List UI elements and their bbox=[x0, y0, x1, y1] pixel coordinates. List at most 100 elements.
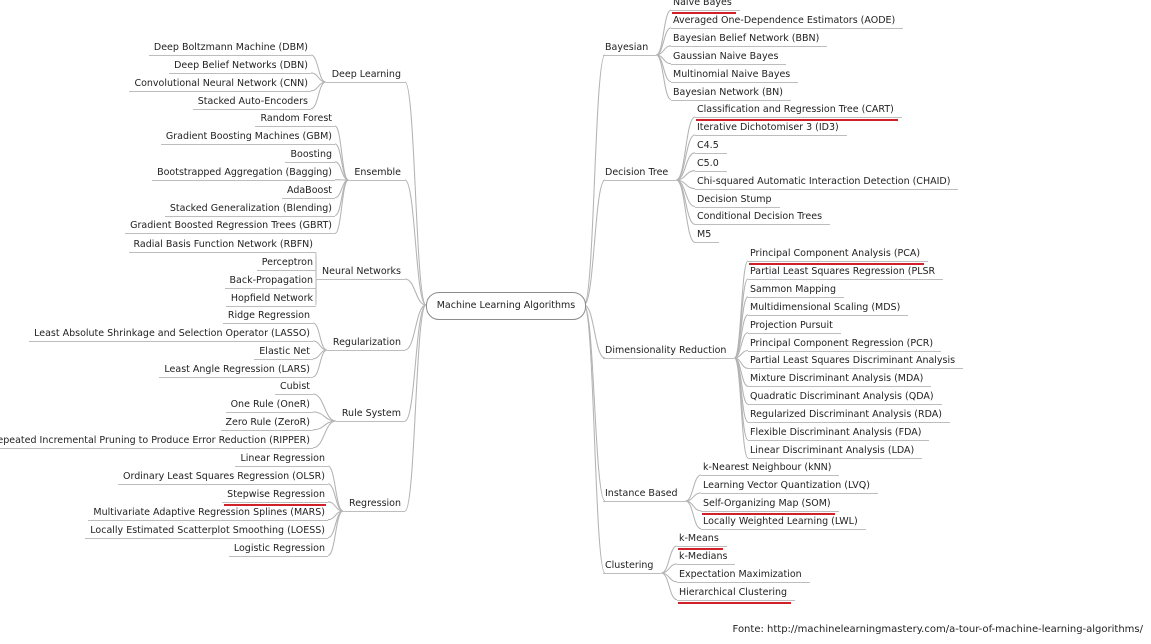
leaf-underline bbox=[0, 447, 313, 449]
branch-neural-networks: Neural Networks bbox=[322, 266, 401, 277]
connector-line bbox=[327, 483, 344, 512]
leaf-underline bbox=[222, 323, 313, 324]
leaf-underline bbox=[671, 45, 828, 47]
leaf-zero-rule-zeror: Zero Rule (ZeroR) bbox=[225, 416, 310, 428]
leaf-hierarchical-clustering: Hierarchical Clustering bbox=[679, 586, 788, 598]
leaf-underline bbox=[695, 117, 902, 118]
leaf-multivariate-adaptive-regression-splines-mars: Multivariate Adaptive Regression Splines… bbox=[93, 506, 325, 518]
leaf-locally-estimated-scatterplot-smoothing-loess: Locally Estimated Scatterplot Smoothing … bbox=[90, 524, 325, 536]
leaf-m5: M5 bbox=[697, 229, 712, 241]
leaf-boosting: Boosting bbox=[290, 148, 332, 160]
leaf-cubist: Cubist bbox=[280, 381, 310, 392]
leaf-stacked-generalization-blending: Stacked Generalization (Blending) bbox=[169, 202, 332, 214]
branch-clustering: Clustering bbox=[605, 560, 654, 571]
leaf-underline bbox=[256, 269, 316, 271]
leaf-k-nearest-neighbour-knn: k-Nearest Neighbour (kNN) bbox=[703, 462, 832, 473]
highlight-mark bbox=[749, 263, 925, 265]
leaf-principal-component-regression-pcr: Principal Component Regression (PCR) bbox=[750, 337, 934, 349]
leaf-underline bbox=[677, 563, 736, 565]
leaf-underline bbox=[85, 537, 328, 539]
leaf-underline bbox=[748, 422, 950, 424]
leaf-repeated-incremental-pruning-to-produce-error-reduction-ripper: Repeated Incremental Pruning to Produce … bbox=[0, 434, 310, 446]
leaf-partial-least-squares-regression-plsr: Partial Least Squares Regression (PLSR bbox=[750, 265, 936, 277]
leaf-regularized-discriminant-analysis-rda: Regularized Discriminant Analysis (RDA) bbox=[750, 409, 942, 421]
connector-line bbox=[404, 81, 427, 306]
connector-line bbox=[327, 465, 344, 512]
leaf-bayesian-belief-network-bbn: Bayesian Belief Network (BBN) bbox=[673, 32, 820, 44]
leaf-mixture-discriminant-analysis-mda: Mixture Discriminant Analysis (MDA) bbox=[750, 373, 924, 385]
leaf-underline bbox=[235, 466, 328, 467]
leaf-gradient-boosted-regression-trees-gbrt: Gradient Boosted Regression Trees (GBRT) bbox=[130, 220, 332, 232]
connector-line bbox=[583, 304, 606, 359]
leaf-naive-bayes: Naive Bayes bbox=[673, 0, 732, 8]
leaf-underline bbox=[225, 411, 313, 413]
connector-line bbox=[404, 179, 427, 306]
leaf-underline bbox=[228, 555, 328, 557]
leaf-deep-belief-networks-dbn: Deep Belief Networks (DBN) bbox=[174, 59, 308, 71]
highlight-mark bbox=[702, 512, 835, 515]
connector-line bbox=[310, 54, 326, 83]
leaf-underline bbox=[671, 10, 740, 11]
leaf-hopfield-network: Hopfield Network bbox=[230, 292, 313, 304]
branch-underline bbox=[325, 82, 405, 83]
leaf-underline bbox=[748, 386, 932, 388]
leaf-k-means: k-Means bbox=[679, 533, 719, 544]
leaf-underline bbox=[159, 376, 313, 378]
connector-line bbox=[656, 27, 672, 56]
leaf-underline bbox=[88, 519, 328, 521]
leaf-elastic-net: Elastic Net bbox=[259, 345, 310, 357]
branch-decision-tree: Decision Tree bbox=[605, 167, 669, 178]
leaf-underline bbox=[164, 215, 335, 217]
highlight-mark bbox=[678, 548, 723, 550]
leaf-underline bbox=[748, 261, 929, 262]
leaf-convolutional-neural-network-cnn: Convolutional Neural Network (CNN) bbox=[134, 77, 308, 89]
branch-underline bbox=[603, 55, 657, 56]
leaf-back-propagation: Back-Propagation bbox=[229, 274, 313, 286]
connector-line bbox=[655, 54, 672, 101]
leaf-underline bbox=[695, 206, 780, 208]
leaf-underline bbox=[220, 429, 313, 431]
leaf-underline bbox=[748, 314, 909, 316]
leaf-radial-basis-function-network-rbfn: Radial Basis Function Network (RBFN) bbox=[133, 239, 313, 250]
leaf-averaged-one-dependence-estimators-aode: Averaged One-Dependence Estimators (AODE… bbox=[673, 14, 896, 26]
source-credit: Fonte: http://machinelearningmastery.com… bbox=[732, 624, 1143, 635]
leaf-linear-regression: Linear Regression bbox=[240, 453, 325, 464]
leaf-sammon-mapping: Sammon Mapping bbox=[750, 283, 836, 295]
root-node: Machine Learning Algorithms bbox=[426, 292, 586, 320]
leaf-expectation-maximization: Expectation Maximization bbox=[679, 568, 802, 580]
leaf-underline bbox=[695, 134, 847, 136]
branch-underline bbox=[326, 350, 405, 351]
branch-dimensionality-reduction: Dimensionality Reduction bbox=[605, 345, 727, 356]
leaf-locally-weighted-learning-lwl: Locally Weighted Learning (LWL) bbox=[703, 515, 858, 527]
leaf-underline bbox=[671, 81, 799, 83]
branch-underline bbox=[316, 279, 405, 280]
leaf-underline bbox=[129, 90, 311, 92]
leaf-underline bbox=[677, 546, 727, 547]
connector-line bbox=[583, 304, 606, 502]
leaf-partial-least-squares-discriminant-analysis: Partial Least Squares Discriminant Analy… bbox=[750, 355, 956, 367]
leaf-quadratic-discriminant-analysis-qda: Quadratic Discriminant Analysis (QDA) bbox=[750, 391, 934, 403]
highlight-mark bbox=[672, 12, 736, 14]
leaf-underline bbox=[695, 224, 831, 226]
leaf-underline bbox=[748, 404, 942, 406]
branch-bayesian: Bayesian bbox=[605, 42, 649, 53]
leaf-underline bbox=[225, 305, 316, 307]
leaf-underline bbox=[748, 368, 964, 370]
leaf-underline bbox=[695, 242, 720, 244]
leaf-random-forest: Random Forest bbox=[260, 113, 332, 124]
leaf-multidimensional-scaling-mds: Multidimensional Scaling (MDS) bbox=[750, 301, 901, 313]
leaf-one-rule-oner: One Rule (OneR) bbox=[230, 398, 310, 410]
leaf-underline bbox=[192, 108, 311, 110]
leaf-underline bbox=[695, 188, 959, 190]
leaf-underline bbox=[677, 599, 796, 601]
leaf-c4-5: C4.5 bbox=[697, 139, 719, 151]
leaf-underline bbox=[222, 501, 328, 503]
leaf-stacked-auto-encoders: Stacked Auto-Encoders bbox=[197, 95, 308, 107]
leaf-classification-and-regression-tree-cart: Classification and Regression Tree (CART… bbox=[697, 104, 894, 115]
connector-line bbox=[312, 349, 328, 378]
leaf-underline bbox=[148, 55, 311, 56]
connector-line bbox=[583, 304, 606, 574]
leaf-linear-discriminant-analysis-lda: Linear Discriminant Analysis (LDA) bbox=[750, 444, 915, 456]
